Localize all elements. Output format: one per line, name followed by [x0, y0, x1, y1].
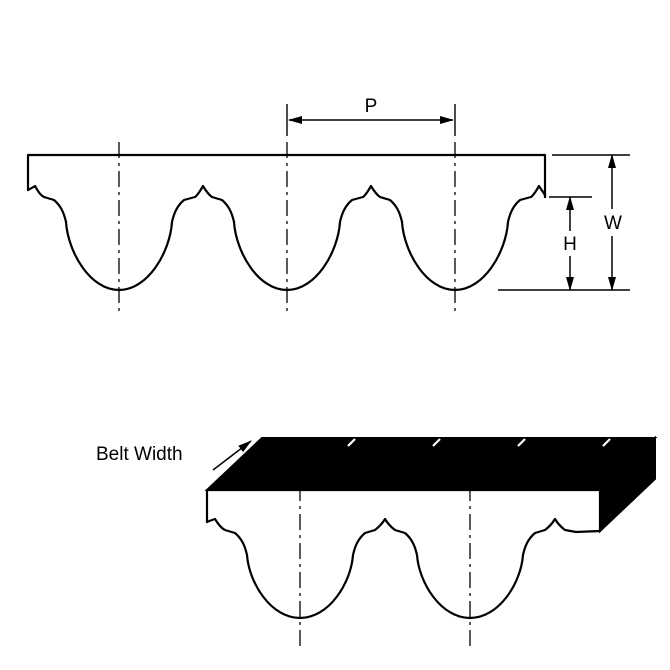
top-face-tick-2 — [432, 438, 441, 447]
belt-width-label: Belt Width — [96, 444, 183, 465]
top-face-tick-4 — [602, 438, 611, 447]
front-face-tooth-profile — [205, 517, 602, 620]
belt-thickness-dimension: W — [498, 154, 630, 291]
belt-width-arrow — [212, 440, 252, 471]
thickness-label-background — [599, 209, 629, 236]
belt-width-annotation: Belt Width — [96, 440, 252, 471]
tooth-height-label-background — [558, 231, 583, 256]
top-face-tick-1 — [347, 438, 356, 447]
tooth-height-label: H — [563, 234, 577, 255]
belt-profile-view: P W H — [26, 96, 630, 312]
tooth-height-dimension: H — [549, 196, 592, 291]
pitch-label: P — [365, 96, 378, 117]
belt-top-face — [204, 437, 658, 491]
belt-perspective-view: Belt Width — [96, 435, 658, 646]
belt-thickness-label: W — [604, 213, 622, 234]
top-face-tick-3 — [517, 438, 526, 447]
pitch-dimension: P — [286, 96, 456, 136]
